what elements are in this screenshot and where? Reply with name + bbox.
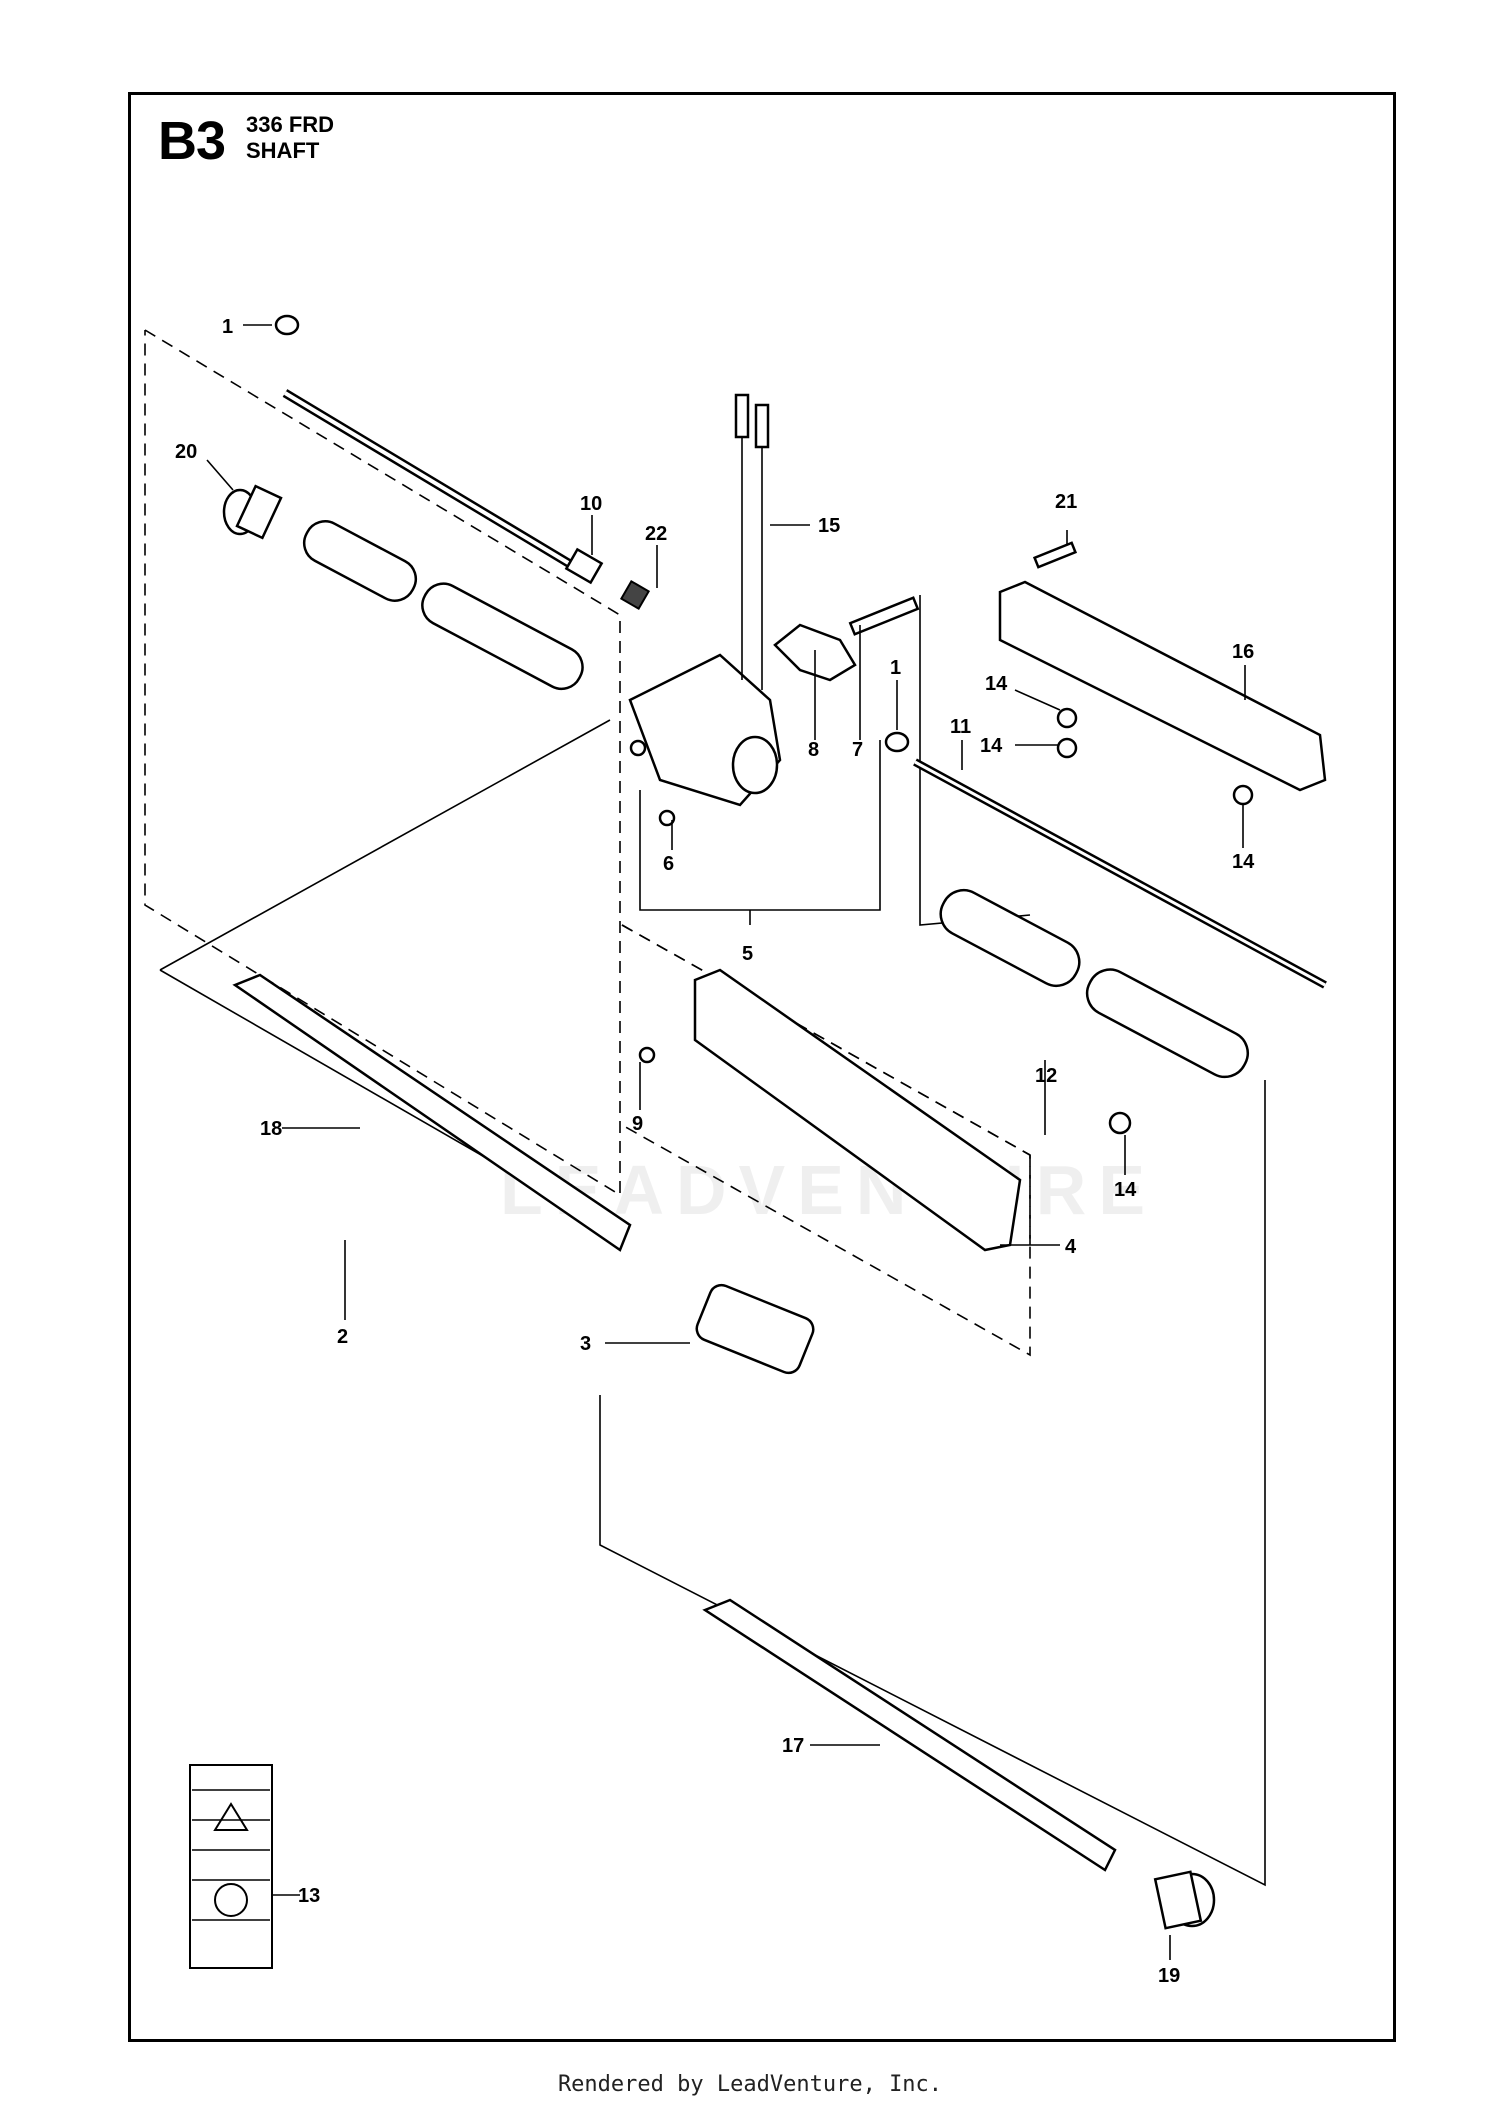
callout-13: 13 xyxy=(298,1885,320,1907)
bushing-part xyxy=(619,579,651,611)
callout-22: 22 xyxy=(645,523,667,545)
callout-5: 5 xyxy=(742,943,753,965)
callout-6: 6 xyxy=(663,853,674,875)
shaft-guard-part xyxy=(702,1598,1117,1872)
foam-tube-part xyxy=(421,582,584,691)
bolt-part xyxy=(848,596,920,636)
callout-10: 10 xyxy=(580,493,602,515)
leader-lines xyxy=(206,324,1246,1960)
nut-part xyxy=(658,809,676,827)
foam-tube-part xyxy=(939,888,1081,988)
guide-line xyxy=(159,719,611,971)
callout-14: 14 xyxy=(980,735,1003,757)
callout-7: 7 xyxy=(852,739,863,761)
callout-3: 3 xyxy=(580,1333,591,1355)
warning-icon xyxy=(213,1802,249,1831)
section-label: SHAFT xyxy=(246,138,320,163)
assembly-2-outline xyxy=(144,329,621,1197)
callout-20: 20 xyxy=(175,441,197,463)
callout-9: 9 xyxy=(632,1113,643,1135)
foam-tube-part xyxy=(302,520,418,602)
assembly-4-outline-right xyxy=(621,924,1031,1156)
callout-11: 11 xyxy=(950,716,971,738)
callout-1: 1 xyxy=(222,316,233,338)
stud-part xyxy=(1232,784,1254,806)
washer-part xyxy=(274,314,300,336)
callout-14: 14 xyxy=(1114,1179,1137,1201)
stud-part xyxy=(1108,1111,1132,1135)
stud-part xyxy=(1056,707,1078,729)
decal-label-part xyxy=(189,1764,273,1969)
warning-symbol-icon xyxy=(214,1883,248,1917)
callout-2: 2 xyxy=(337,1326,348,1348)
screw-part xyxy=(734,393,750,439)
end-cap-body xyxy=(235,484,283,540)
callout-4: 4 xyxy=(1065,1236,1077,1258)
footer-credit: Rendered by LeadVenture, Inc. xyxy=(557,2072,943,2097)
end-cap-body xyxy=(1153,1870,1203,1930)
callout-14: 14 xyxy=(1232,851,1255,873)
diagram-code: B3 xyxy=(158,111,226,171)
bearing-part xyxy=(695,1283,815,1375)
callout-1: 1 xyxy=(890,657,901,679)
model-label: 336 FRD xyxy=(246,112,335,137)
part-callouts: 1 20 10 22 15 1 8 7 11 21 16 14 14 14 6 … xyxy=(175,316,1255,1987)
callout-12: 12 xyxy=(1035,1065,1057,1087)
washer-part xyxy=(884,731,910,753)
diagram-title: 336 FRD SHAFT xyxy=(246,112,334,164)
callout-14: 14 xyxy=(985,673,1008,695)
stud-part xyxy=(1056,737,1078,759)
callout-16: 16 xyxy=(1232,641,1254,663)
housing-half-part xyxy=(693,968,1022,1252)
callout-18: 18 xyxy=(260,1118,282,1140)
callout-17: 17 xyxy=(782,1735,804,1757)
nut-part xyxy=(638,1046,656,1064)
shaft-coupling-part xyxy=(564,547,604,585)
diagram-frame xyxy=(128,92,1396,2042)
screw-part xyxy=(1032,541,1078,569)
housing-half-part xyxy=(998,580,1327,792)
callout-8: 8 xyxy=(808,739,819,761)
shaft-guard-part xyxy=(232,973,632,1252)
assembly-4-outline xyxy=(621,924,1031,1357)
foam-tube-part xyxy=(1085,968,1249,1079)
callout-19: 19 xyxy=(1158,1965,1180,1987)
guide-line xyxy=(599,1080,1266,1887)
callout-21: 21 xyxy=(1055,491,1077,513)
callout-15: 15 xyxy=(818,515,840,537)
screw-part xyxy=(754,403,770,449)
